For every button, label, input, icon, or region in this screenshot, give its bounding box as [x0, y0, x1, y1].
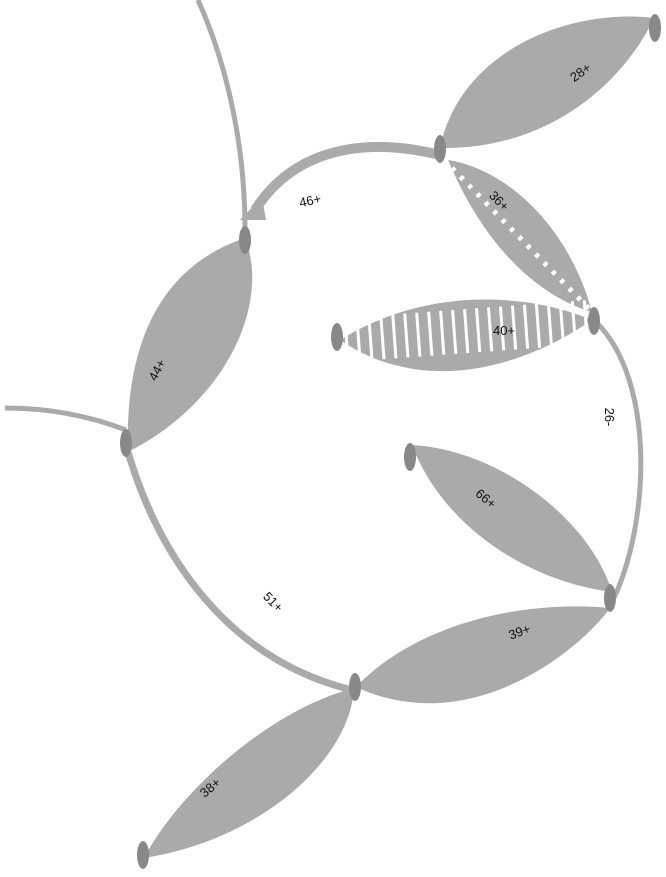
node-n7	[604, 584, 616, 612]
node-n2	[434, 135, 446, 163]
edge-66-shape	[412, 445, 612, 592]
incoming-curve-left	[4, 405, 127, 433]
node-n10	[120, 429, 132, 457]
node-n3	[649, 14, 661, 42]
edge-28-shape	[440, 16, 654, 149]
node-n8	[349, 673, 361, 701]
node-n1	[239, 226, 251, 254]
node-n6	[404, 443, 416, 471]
edge-label-46: 46+	[298, 191, 323, 210]
node-n5	[331, 323, 343, 351]
edge-40-ridges	[343, 300, 592, 362]
edge-51-path	[124, 451, 353, 694]
edge-39-shape	[356, 606, 610, 704]
edge-label-26: 26-	[602, 408, 617, 427]
edge-38-shape	[144, 688, 354, 858]
edge-46-arrowhead	[240, 197, 266, 220]
incoming-curve-top	[195, 0, 248, 231]
edge-44-shape	[127, 238, 253, 452]
edge-label-51: 51+	[260, 589, 286, 615]
edge-label-40: 40+	[493, 323, 515, 338]
node-n9	[137, 841, 149, 869]
edge-46-path	[250, 142, 442, 213]
node-n4	[588, 307, 600, 335]
edge-26-path	[594, 320, 644, 600]
edge-label-39: 39+	[507, 621, 533, 643]
